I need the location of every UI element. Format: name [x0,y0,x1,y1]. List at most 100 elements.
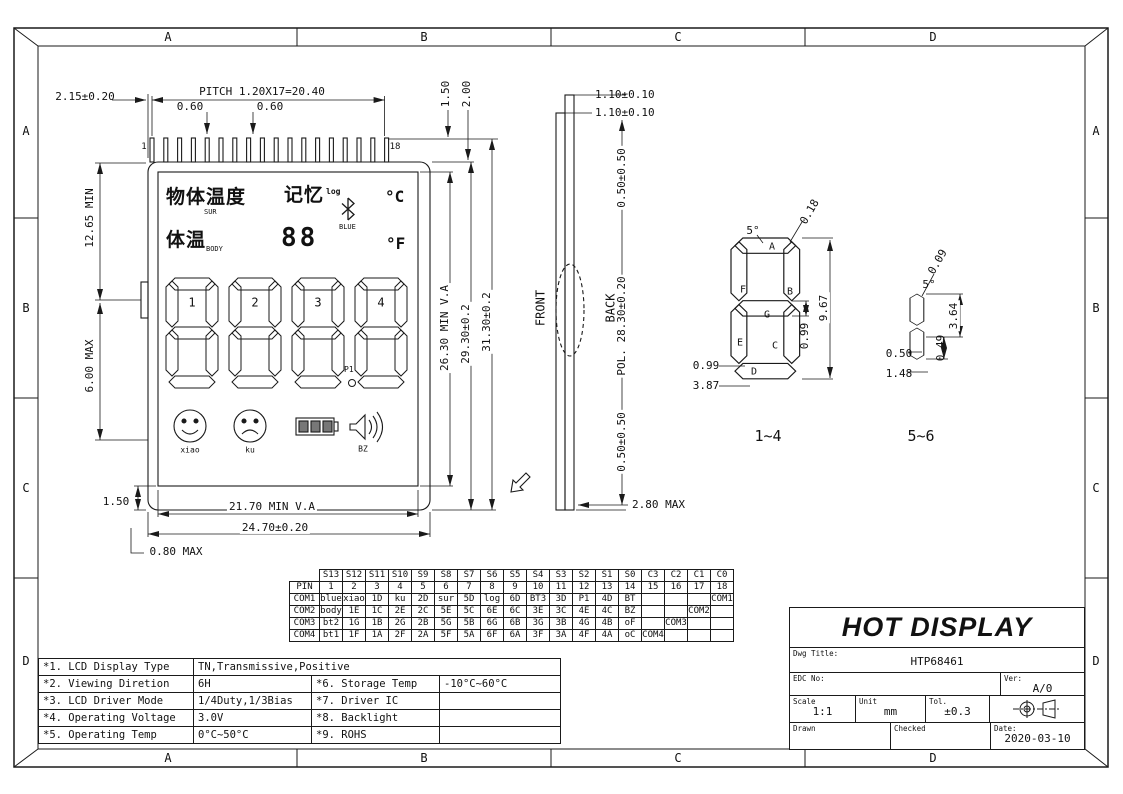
pin-table-cell: 6E [480,605,504,618]
dim-seg-099v: 0.99 [797,322,811,350]
pin-table-cell: 4E [572,605,596,618]
date-label: Date: [994,724,1017,733]
view-direction-arrow-icon [510,472,531,493]
pin-table-cell: 4 [388,581,412,594]
zone-bottom-c: C [674,751,682,765]
pin-table-cell [641,617,665,630]
pin-table-cell: 1C [365,605,389,618]
dim-glass-thickness-2: 1.10±0.10 [595,106,655,119]
drawing-frame [13,27,1109,768]
pin-table-cell: 6D [503,593,527,606]
lcd-p1-label: P1 [344,365,354,374]
pin-table-cell: BZ [618,605,642,618]
digit-ref-4: 4 [377,295,385,310]
dim-seg-angle-14: 5° [746,223,760,237]
dim-bottom-margin: 1.50 [102,494,130,508]
pin-table-cell: 7 [457,581,481,594]
company-name: HOT DISPLAY [841,612,1033,642]
dim-pin-top: 1.50 [438,80,452,108]
dim-seg-364: 3.64 [946,300,961,332]
pin-table-cell: oF [618,617,642,630]
pin-number-last: 18 [389,142,401,153]
pin-table-cell: 2G [388,617,412,630]
pin-table-cell: 12 [572,581,596,594]
pin-table-cell: 1F [342,629,366,642]
dim-lead-offset: 2.15±0.20 [55,89,115,103]
sad-face-icon [233,409,267,443]
lcd-xiao-label: xiao [180,445,200,455]
spec-label: *9. ROHS [311,726,440,744]
ver-label: Ver: [1004,674,1023,683]
pin-table-cell: 1G [342,617,366,630]
zone-top-a: A [164,30,172,44]
dim-va-height: 26.30 MIN V.A [437,282,452,374]
zone-left-b: B [22,301,30,315]
pin-table-cell: P1 [572,593,596,606]
spec-value: 6H [193,675,312,693]
zone-right-c: C [1092,481,1100,495]
pin-table-cell: S4 [526,569,550,582]
date-value: 2020-03-10 [1004,732,1071,745]
pin-table-cell: S2 [572,569,596,582]
scale-label: Scale [793,697,816,706]
pin-table-cell [687,629,711,642]
spec-label: *6. Storage Temp [311,675,440,693]
seg-label-a: A [768,241,776,253]
pin-table-cell: S12 [342,569,366,582]
ver-value: A/0 [1032,682,1053,695]
pin-table-cell: 3B [549,617,573,630]
lcd-body-label: BODY [206,245,223,253]
tol-value: ±0.3 [944,705,971,718]
front-glass-section [555,112,566,511]
zone-left-a: A [22,124,30,138]
spec-value: 1/4Duty,1/3Bias [193,692,312,710]
dim-pol-length: POL. 28.30±0.20 [614,274,629,378]
spec-value: TN,Transmissive,Positive [192,658,562,676]
pin-table-cell: 2 [342,581,366,594]
side-front-label: FRONT [533,289,548,327]
digit-ref-1: 1 [188,295,196,310]
dim-seg-387: 3.87 [692,378,720,392]
pin-table-cell [290,570,320,582]
seg-label-f: F [739,284,747,296]
zone-right-d: D [1092,654,1100,668]
pin-table-cell: 1A [365,629,389,642]
pin-table-cell: 5E [434,605,458,618]
pin-table-cell: 1 [319,581,343,594]
dim-upper-min: 12.65 MIN [82,186,97,250]
back-glass-section [564,94,575,511]
pin-table-cell: COM1 [289,593,320,606]
dim-seg-049: 0.49 [933,334,947,362]
pin-table-cell: 4B [595,617,619,630]
pin-table-cell: sur [434,593,458,606]
dim-pol-top: 0.50±0.50 [614,146,629,210]
pin-table-cell: S7 [457,569,481,582]
pin-table-cell: COM3 [664,617,688,630]
dim-pin-exposed: 2.00 [459,80,473,108]
pin-table-cell: C3 [641,569,665,582]
dim-pin-width-2: 0.60 [256,99,284,113]
checked-label: Checked [894,724,926,733]
dim-glass-height: 29.30±0.2 [458,302,473,366]
pin-table-cell: S1 [595,569,619,582]
dim-seg-050: 0.50 [885,346,913,360]
zone-left-c: C [22,481,30,495]
pin-table-cell [664,593,688,606]
dwg-title-value: HTP68461 [910,655,964,668]
detail-56-title: 5~6 [907,426,935,445]
pin-table-cell: 14 [618,581,642,594]
pin-table-cell [664,605,688,618]
zone-bottom-d: D [929,751,937,765]
segment-detail-1-4 [731,238,800,379]
pin-table-cell: 2C [411,605,435,618]
lcd-blue-label: BLUE [339,223,356,231]
lcd-ku-label: ku [245,445,255,455]
pin-table-cell: 2E [388,605,412,618]
pin-table-cell: 18 [710,581,734,594]
edc-no-label: EDC No: [793,674,825,683]
pin-table-cell: 5B [457,617,481,630]
pin-table-cell: 8 [480,581,504,594]
tol-label: Tol. [929,697,948,706]
pin-table-cell: COM4 [289,629,320,642]
spec-value [438,692,562,710]
